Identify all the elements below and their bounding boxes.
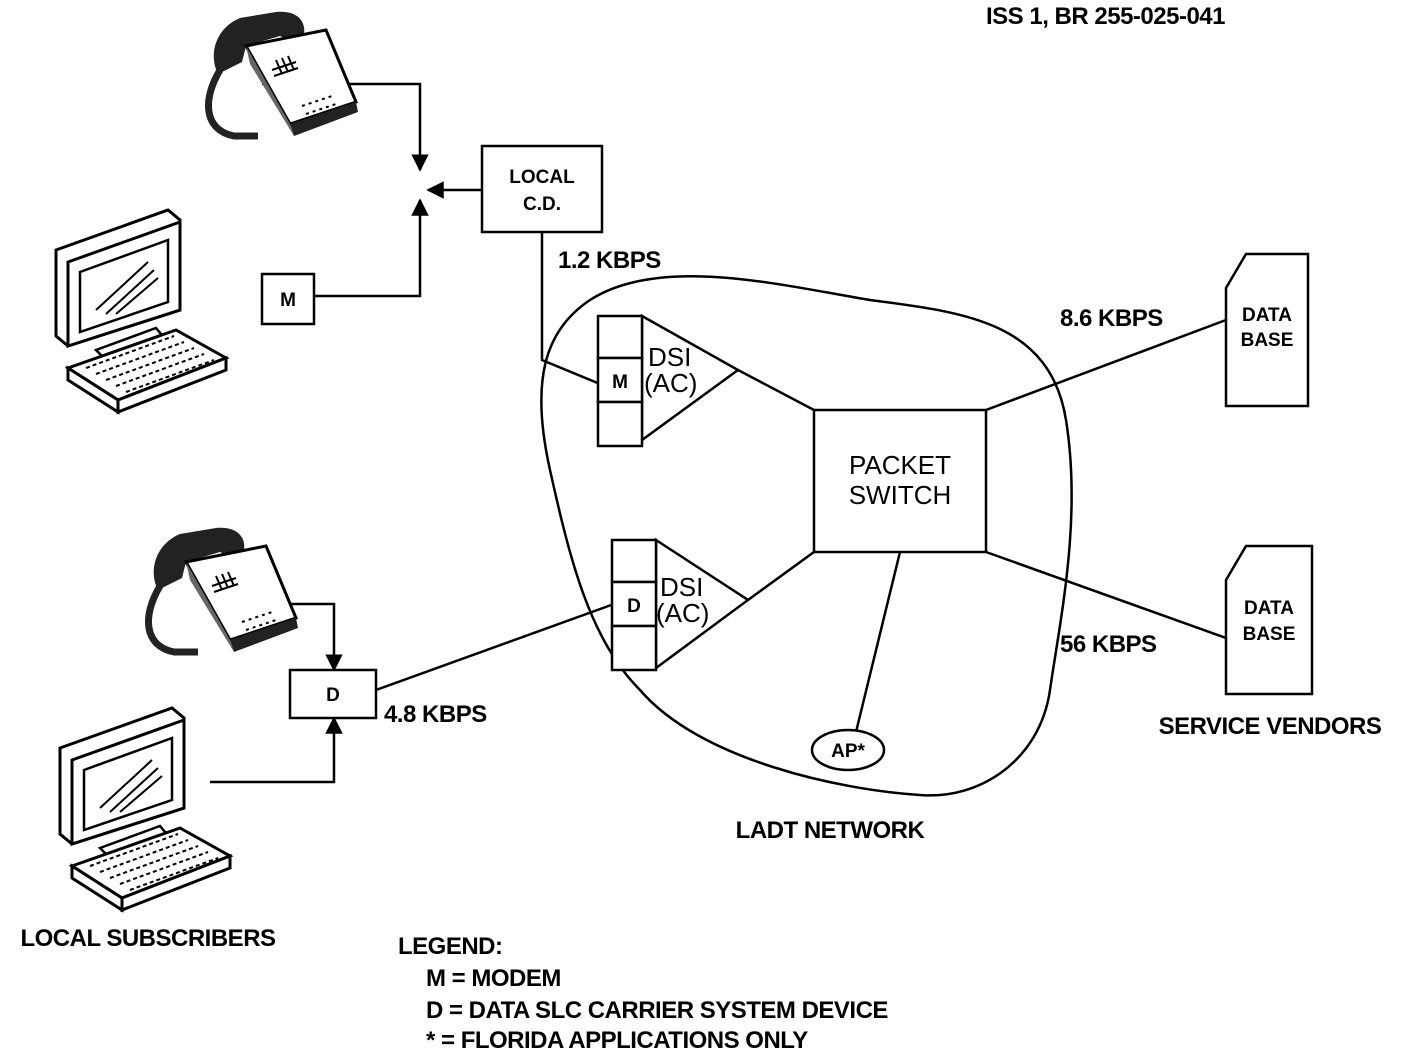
modem-box: M xyxy=(262,274,314,324)
db-top-link xyxy=(986,320,1226,410)
dsi-top-line2: (AC) xyxy=(644,368,697,398)
telephone-icon xyxy=(208,12,358,136)
dsi-bottom-slot-label: D xyxy=(627,596,641,617)
legend-title: LEGEND: xyxy=(398,933,503,960)
db-top-line1: DATA xyxy=(1242,305,1292,326)
subscribers-label: LOCAL SUBSCRIBERS xyxy=(20,925,276,952)
rate-local-cd: 1.2 KBPS xyxy=(558,247,661,274)
db-top-line2: BASE xyxy=(1241,330,1294,351)
ap-link xyxy=(856,552,900,732)
rate-db-bottom: 56 KBPS xyxy=(1060,631,1157,658)
modem-box-label: M xyxy=(280,290,296,311)
dsi-top-slot-label: M xyxy=(612,372,628,393)
database-top: DATA BASE xyxy=(1226,254,1308,406)
legend-item: D = DATA SLC CARRIER SYSTEM DEVICE xyxy=(426,997,888,1024)
db-bottom-line2: BASE xyxy=(1243,624,1296,645)
network-label: LADT NETWORK xyxy=(736,817,926,844)
dslc-link xyxy=(376,604,614,690)
rate-dslc: 4.8 KBPS xyxy=(384,701,487,728)
database-card-icon xyxy=(1226,546,1312,694)
packet-switch-line1: PACKET xyxy=(849,450,951,480)
dsi-top: M DSI (AC) xyxy=(598,316,738,446)
packet-switch-line2: SWITCH xyxy=(849,480,952,510)
dsi-bottom: D DSI (AC) xyxy=(612,540,748,670)
dslc-box-label: D xyxy=(326,685,340,706)
computer-terminal-icon xyxy=(60,708,230,910)
database-bottom: DATA BASE xyxy=(1226,546,1312,694)
db-bottom-line1: DATA xyxy=(1244,598,1294,619)
ap-node: AP* xyxy=(812,730,884,770)
local-cd-line1: LOCAL xyxy=(509,167,575,188)
db-bottom-link xyxy=(986,552,1226,638)
ap-label: AP* xyxy=(831,741,865,762)
document-id: ISS 1, BR 255-025-041 xyxy=(986,3,1225,30)
dsi-bottom-line2: (AC) xyxy=(656,598,709,628)
computer-terminal-icon xyxy=(56,210,226,412)
modem-link xyxy=(314,200,420,296)
telephone-icon xyxy=(148,528,298,652)
legend-item: M = MODEM xyxy=(426,965,561,992)
vendors-label: SERVICE VENDORS xyxy=(1159,713,1382,740)
rate-db-top: 8.6 KBPS xyxy=(1060,305,1163,332)
dslc-device-box: D xyxy=(290,670,376,718)
local-cd-box: LOCAL C.D. xyxy=(482,146,602,232)
packet-switch: PACKET SWITCH xyxy=(814,410,986,552)
local-cd-line2: C.D. xyxy=(523,194,561,215)
legend-item: * = FLORIDA APPLICATIONS ONLY xyxy=(426,1027,808,1054)
legend: LEGEND: M = MODEM D = DATA SLC CARRIER S… xyxy=(398,933,888,1054)
